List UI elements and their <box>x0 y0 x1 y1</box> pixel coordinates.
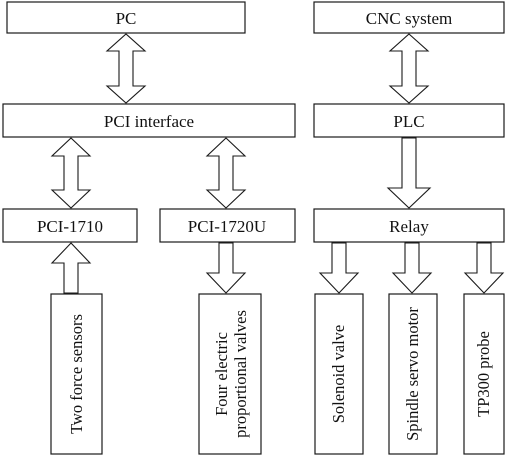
two-force-sensors-box: Two force sensors <box>50 293 103 455</box>
relay-solenoid-valve-down-arrow <box>318 242 360 294</box>
pci-interface-label: PCI interface <box>104 112 194 131</box>
relay-spindle-servo-motor-down-arrow <box>391 242 433 294</box>
pci-1710-label: PCI-1710 <box>37 217 103 236</box>
pci-1720u-label: PCI-1720U <box>188 217 266 236</box>
spindle-servo-motor-box: Spindle servo motor <box>388 293 438 455</box>
solenoid-valve-box: Solenoid valve <box>314 293 364 455</box>
pci-1710-box: PCI-1710 <box>2 208 138 243</box>
pci-1720u-valves-down-arrow <box>205 242 247 294</box>
four-valves-label-line1: Four electric <box>212 332 231 416</box>
tp300-probe-box: TP300 probe <box>463 293 505 455</box>
solenoid-valve-label: Solenoid valve <box>329 325 348 424</box>
two-force-sensors-label: Two force sensors <box>67 314 86 434</box>
pci-1720u-box: PCI-1720U <box>159 208 296 243</box>
relay-label: Relay <box>389 217 429 236</box>
pc-label: PC <box>116 9 137 28</box>
spindle-servo-motor-label: Spindle servo motor <box>403 307 422 441</box>
plc-relay-down-arrow <box>386 137 432 209</box>
four-electric-proportional-valves-box: Four electric proportional valves <box>198 293 262 455</box>
relay-box: Relay <box>313 208 505 243</box>
plc-label: PLC <box>393 112 424 131</box>
force-sensors-pci-1710-up-arrow <box>50 242 92 294</box>
pc-pci-interface-double-arrow <box>105 33 147 104</box>
cnc-system-box: CNC system <box>313 1 505 34</box>
pc-box: PC <box>6 1 246 34</box>
tp300-probe-label: TP300 probe <box>474 331 493 417</box>
plc-box: PLC <box>313 103 505 138</box>
pci-interface-pci-1710-double-arrow <box>50 137 92 209</box>
relay-tp300-probe-down-arrow <box>463 242 505 294</box>
cnc-plc-double-arrow <box>388 33 430 104</box>
pci-interface-box: PCI interface <box>2 103 296 138</box>
pci-interface-pci-1720u-double-arrow <box>205 137 247 209</box>
four-valves-label-line2: proportional valves <box>231 310 250 438</box>
cnc-system-label: CNC system <box>366 9 452 28</box>
